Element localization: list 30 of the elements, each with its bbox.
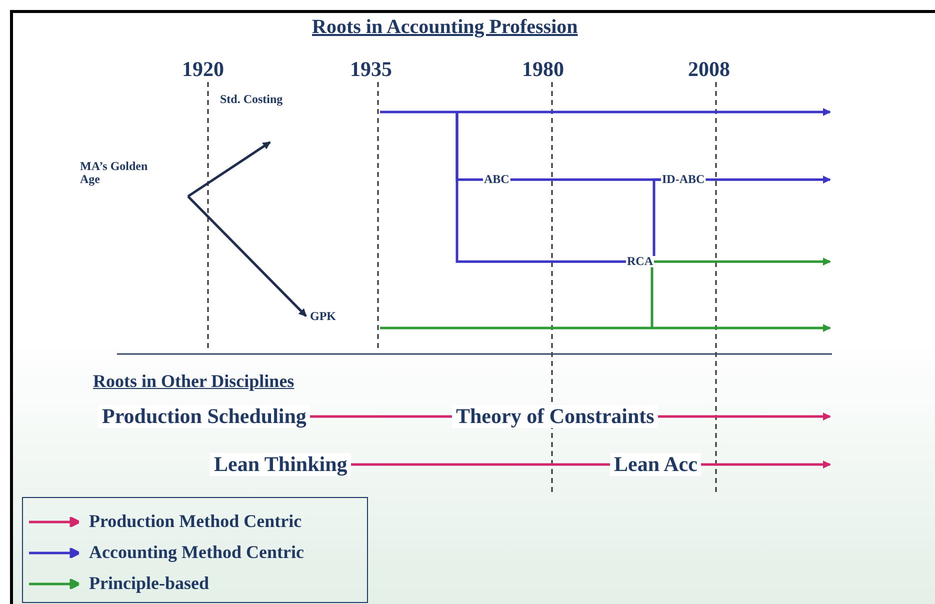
connector-line — [650, 267, 654, 328]
timeline-label: GPK — [310, 310, 336, 324]
arrow — [706, 176, 831, 184]
connector-line — [652, 178, 661, 256]
arrow — [657, 412, 831, 421]
connector-line — [456, 112, 626, 263]
arrow — [187, 141, 271, 198]
year-label: 1920 — [182, 58, 224, 82]
connector-line — [350, 463, 611, 466]
legend-label: Production Method Centric — [89, 511, 302, 532]
timeline-label: Lean Acc — [610, 453, 702, 476]
section-heading: Roots in Other Disciplines — [93, 372, 294, 392]
year-label: 1980 — [522, 58, 564, 82]
timeline-label: Theory of Constraints — [452, 405, 658, 428]
legend-label: Accounting Method Centric — [89, 542, 304, 563]
timeline-label: MA’s Golden Age — [80, 160, 160, 186]
timeline-label: Lean Thinking — [210, 453, 352, 476]
arrow — [187, 196, 307, 317]
diagram-title: Roots in Accounting Profession — [312, 16, 578, 38]
year-label: 2008 — [688, 58, 730, 82]
arrow — [700, 460, 831, 469]
timeline-label: RCA — [627, 255, 653, 268]
year-label: 1935 — [350, 58, 392, 82]
timeline-label: ABC — [484, 173, 510, 186]
timeline-label: Production Scheduling — [98, 405, 310, 428]
connector-line — [309, 415, 453, 418]
legend-label: Principle-based — [89, 573, 209, 594]
timeline-label: ID-ABC — [662, 173, 705, 186]
timeline-label: Std. Costing — [220, 93, 283, 106]
arrow — [654, 258, 831, 266]
